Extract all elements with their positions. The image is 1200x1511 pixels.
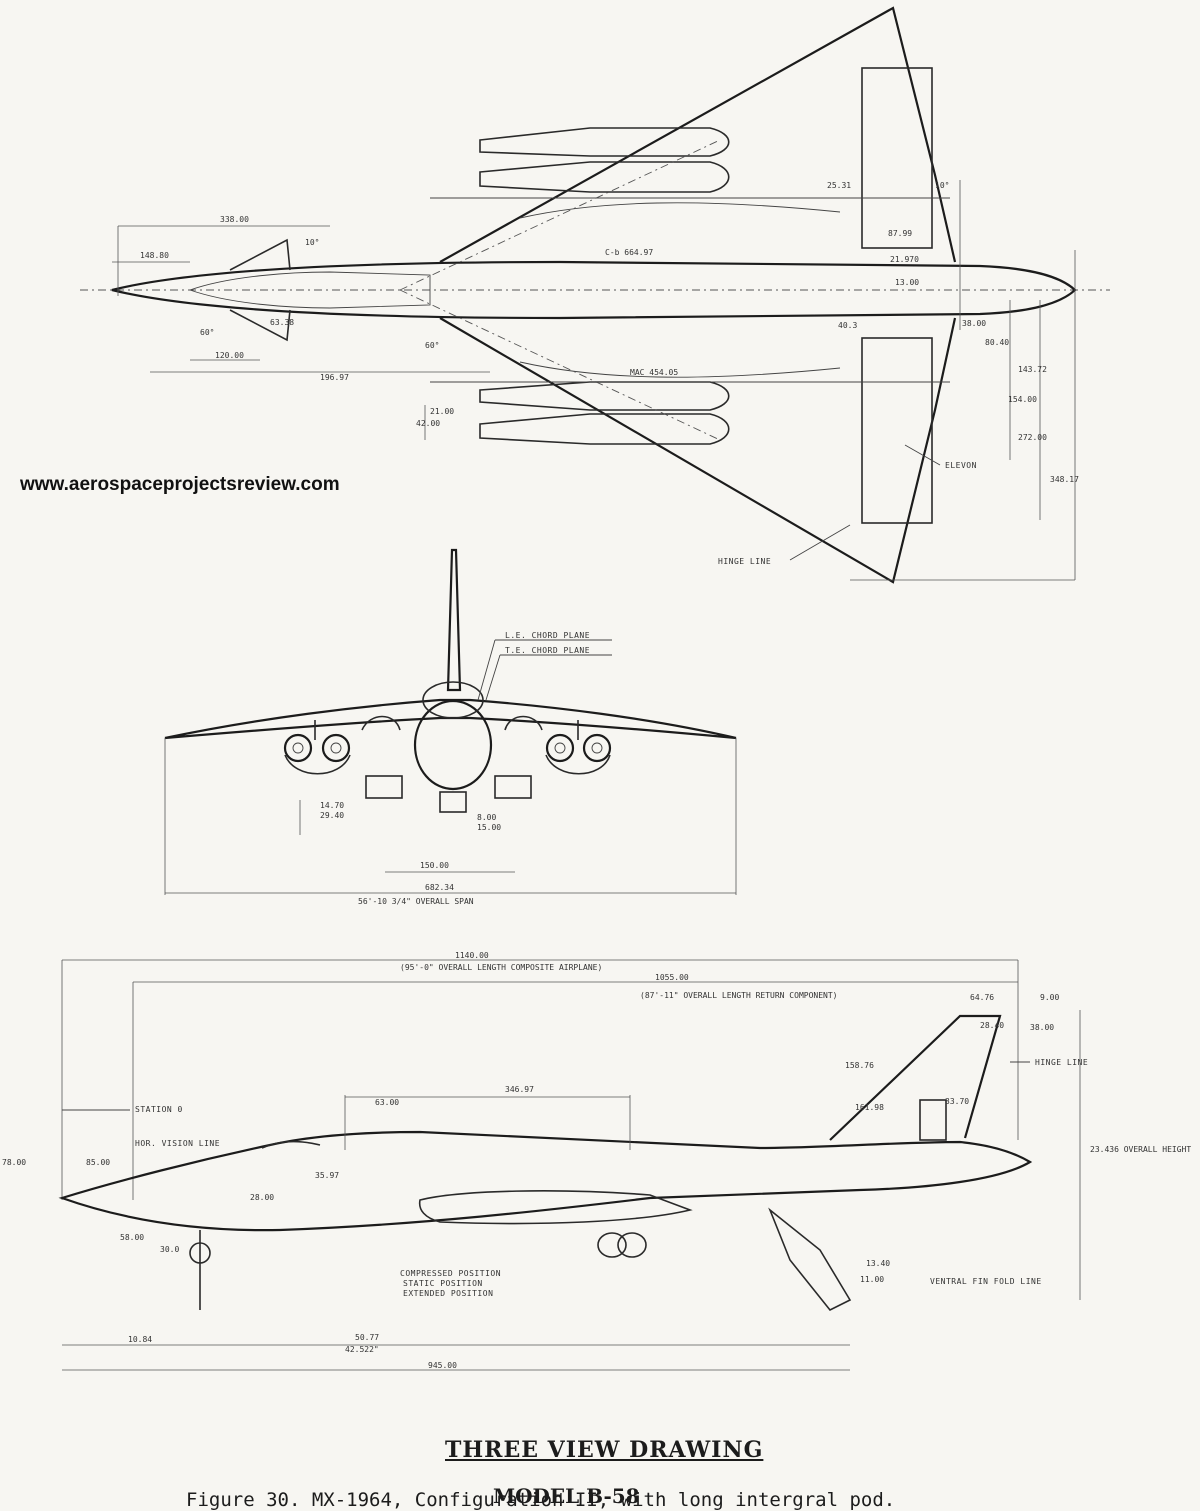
side-dim-overall-note: (95'-0" OVERALL LENGTH COMPOSITE AIRPLAN… [400, 963, 602, 972]
top-dim-d: 13.00 [895, 278, 919, 287]
top-dim-chord: C-b 664.97 [605, 248, 653, 257]
front-wing [164, 698, 737, 740]
hinge-line-label: HINGE LINE [718, 557, 771, 566]
side-dim-return: 1055.00 [655, 973, 689, 982]
front-dim-6: 682.34 [425, 883, 454, 892]
side-dim-g: 30.0 [160, 1245, 179, 1254]
side-dim-d: 35.97 [315, 1171, 339, 1180]
front-dim-span: 56'-10 3/4" OVERALL SPAN [358, 897, 474, 906]
side-dim-h: 50.77 [355, 1333, 379, 1342]
top-dim-pod-2: 42.00 [416, 419, 440, 428]
top-dim-c: 21.970 [890, 255, 919, 264]
front-dim-4: 15.00 [477, 823, 501, 832]
top-dim-span: 348.17 [1050, 475, 1079, 484]
side-pod [418, 1190, 693, 1225]
side-dim-tail-2: 9.00 [1040, 993, 1059, 1002]
top-dim-j: 272.00 [1018, 433, 1047, 442]
side-dim-e: 28.00 [250, 1193, 274, 1202]
front-vertical-fin [446, 548, 462, 692]
top-delta-wing [439, 6, 957, 263]
front-view: 14.70 29.40 8.00 15.00 150.00 682.34 56'… [164, 548, 737, 906]
top-engine-pod-1 [479, 127, 730, 157]
top-view: 338.00 148.80 60° 63.38 120.00 196.97 60… [80, 6, 1110, 584]
station-0-label: STATION 0 [135, 1105, 183, 1114]
top-dim-fin: 63.38 [270, 318, 294, 327]
side-dim-f: 58.00 [120, 1233, 144, 1242]
top-elevon-upper [861, 67, 933, 249]
side-dim-j: 10.84 [128, 1335, 152, 1344]
side-dim-tail-3: 38.00 [1030, 1023, 1054, 1032]
te-chord-plane-label: T.E. CHORD PLANE [505, 646, 590, 655]
top-dim-length-1: 338.00 [220, 215, 249, 224]
top-dim-angle-2: 60° [425, 341, 439, 350]
side-vertical-tail [829, 1014, 1002, 1141]
top-dim-e: 40.3 [838, 321, 857, 330]
side-dim-tail-4: 28.40 [980, 1021, 1004, 1030]
front-dim-2: 29.40 [320, 811, 344, 820]
side-dim-return-note: (87'-11" OVERALL LENGTH RETURN COMPONENT… [640, 991, 837, 1000]
side-dim-tail-7: 33.70 [945, 1097, 969, 1106]
top-dim-b: 87.99 [888, 229, 912, 238]
top-dim-i: 154.00 [1008, 395, 1037, 404]
side-hinge-line-label: HINGE LINE [1035, 1058, 1088, 1067]
side-dim-m: 11.00 [860, 1275, 884, 1284]
front-dim-1: 14.70 [320, 801, 344, 810]
front-engine-1 [283, 733, 313, 763]
top-elevon-lower [861, 337, 933, 524]
front-engine-4 [582, 733, 612, 763]
side-dim-tail-6: 161.98 [855, 1103, 884, 1112]
side-dim-tail-5: 158.76 [845, 1061, 874, 1070]
front-engine-3 [545, 733, 575, 763]
side-dim-b: 346.97 [505, 1085, 534, 1094]
top-dim-fin-root: 120.00 [215, 351, 244, 360]
top-dim-pod-1: 21.00 [430, 407, 454, 416]
side-dim-i: 42.522" [345, 1345, 379, 1354]
front-engine-2 [321, 733, 351, 763]
side-view: 1140.00 (95'-0" OVERALL LENGTH COMPOSITE… [2, 951, 1191, 1371]
side-dim-c: 85.00 [86, 1158, 110, 1167]
top-engine-pod-2 [479, 161, 730, 193]
top-dim-f: 38.00 [962, 319, 986, 328]
side-dim-tail-1: 64.76 [970, 993, 994, 1002]
side-dim-height: 23.436 OVERALL HEIGHT [1090, 1145, 1191, 1154]
static-position-label: STATIC POSITION [403, 1279, 483, 1288]
le-chord-plane-label: L.E. CHORD PLANE [505, 631, 590, 640]
side-dim-total: 945.00 [428, 1361, 457, 1370]
website-watermark: www.aerospaceprojectsreview.com [20, 474, 340, 495]
front-dim-5: 150.00 [420, 861, 449, 870]
top-dim-angle-1: 60° [200, 328, 214, 337]
top-dim-angle-3: 10° [305, 238, 319, 247]
side-dim-a: 63.00 [375, 1098, 399, 1107]
figure-caption: Figure 30. MX-1964, Configuration II, wi… [186, 1489, 896, 1511]
drawing-title: THREE VIEW DRAWING [445, 1437, 764, 1463]
front-dim-3: 8.00 [477, 813, 496, 822]
vision-line-label: HOR. VISION LINE [135, 1139, 220, 1148]
top-dim-apex: 196.97 [320, 373, 349, 382]
top-dim-mac: MAC 454.05 [630, 368, 678, 377]
front-fuselage [413, 699, 493, 791]
model-name: MODEL B-58 [493, 1484, 640, 1508]
top-dim-a: 25.31 [827, 181, 851, 190]
top-engine-pod-4 [479, 413, 730, 445]
side-dim-k: 78.00 [2, 1158, 26, 1167]
top-dim-nose: 148.80 [140, 251, 169, 260]
compressed-position-label: COMPRESSED POSITION [400, 1269, 501, 1278]
top-engine-pod-3 [479, 381, 730, 411]
top-dim-g: 80.40 [985, 338, 1009, 347]
elevon-label: ELEVON [945, 461, 977, 470]
side-dim-overall: 1140.00 [455, 951, 489, 960]
top-dim-angle-4: 10° [935, 181, 949, 190]
ventral-fin-fold-label: VENTRAL FIN FOLD LINE [930, 1277, 1042, 1286]
side-dim-l: 13.40 [866, 1259, 890, 1268]
top-dim-h: 143.72 [1018, 365, 1047, 374]
extended-position-label: EXTENDED POSITION [403, 1289, 493, 1298]
